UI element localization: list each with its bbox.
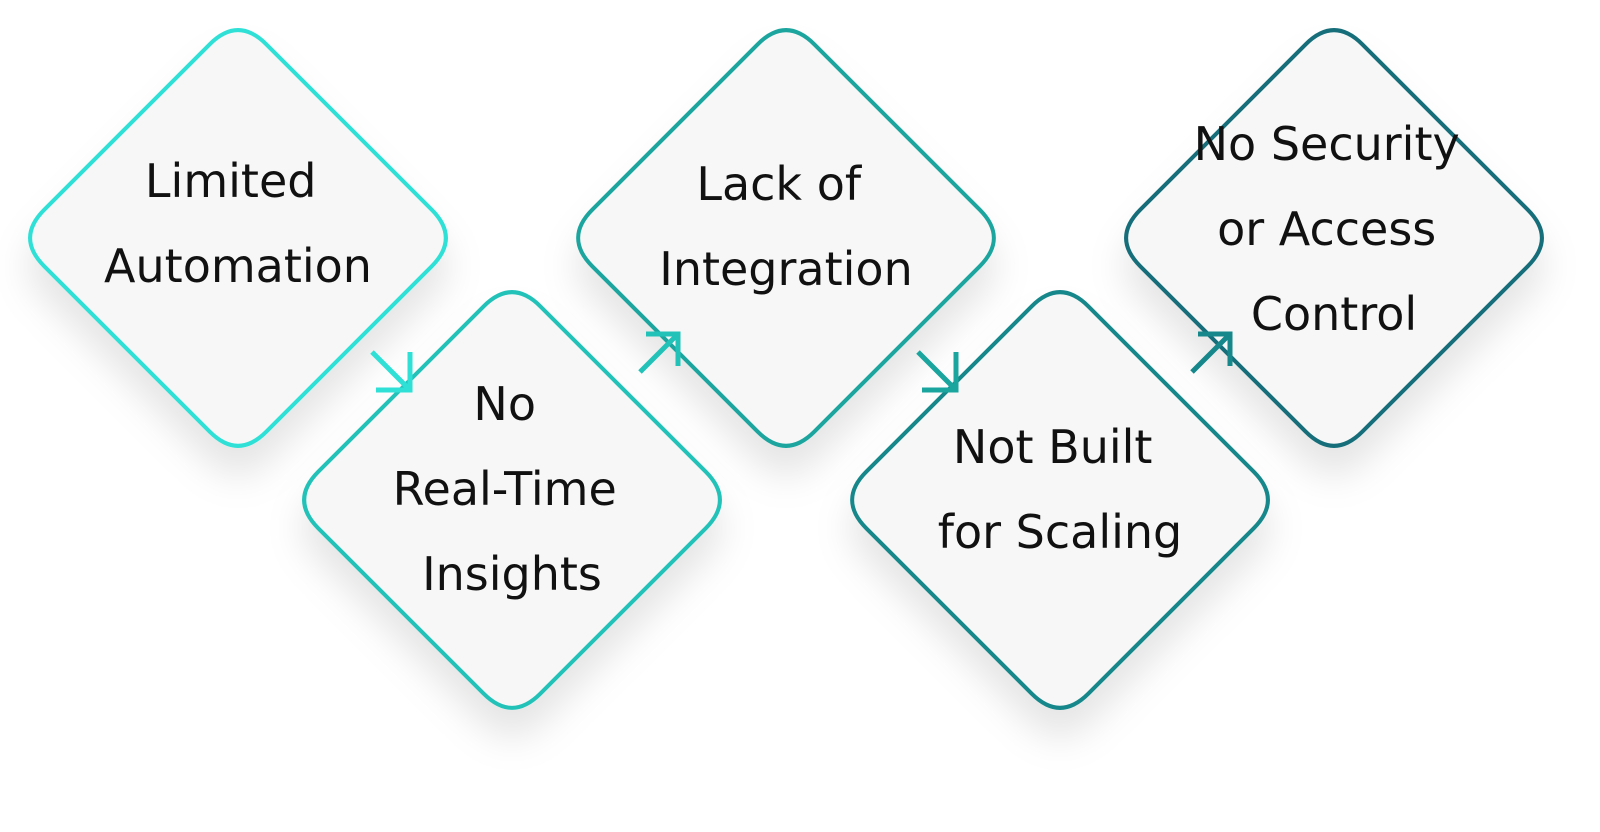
step-label-no-real-time-insights: No Real-Time Insights <box>393 377 632 601</box>
step-label-no-security-or-access-control: No Security or Access Control <box>1194 117 1475 341</box>
diamond-lack-of-integration <box>576 28 996 448</box>
diamond-no-real-time-insights <box>302 290 722 710</box>
arrow-2-to-3-icon <box>638 331 681 374</box>
step-limited-automation: Limited Automation <box>104 154 372 293</box>
arrow-1-to-2-icon <box>370 350 413 393</box>
step-label-lack-of-integration: Lack of Integration <box>659 157 912 296</box>
step-no-security-or-access-control: No Security or Access Control <box>1194 117 1475 341</box>
step-lack-of-integration: Lack of Integration <box>659 157 912 296</box>
diamond-limited-automation <box>28 28 448 448</box>
arrow-3-to-4-icon <box>916 350 959 393</box>
step-label-limited-automation: Limited Automation <box>104 154 372 293</box>
step-no-real-time-insights: No Real-Time Insights <box>393 377 632 601</box>
diamond-not-built-for-scaling <box>850 290 1270 710</box>
step-not-built-for-scaling: Not Built for Scaling <box>938 420 1182 559</box>
arrow-4-to-5-icon <box>1190 331 1233 374</box>
step-label-not-built-for-scaling: Not Built for Scaling <box>938 420 1182 559</box>
